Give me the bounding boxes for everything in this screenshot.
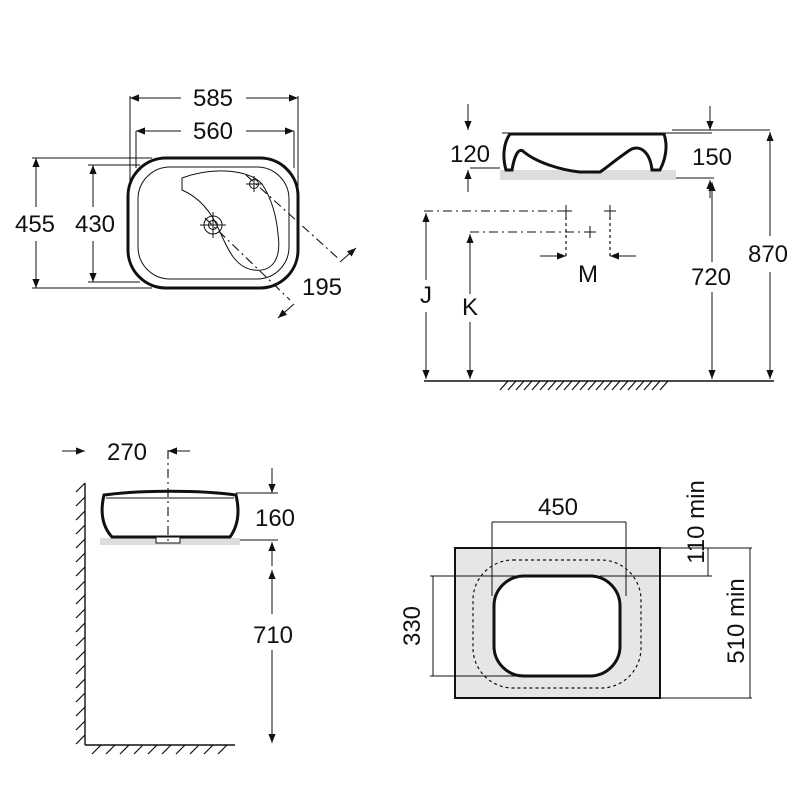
dim-min-depth: 510 min <box>723 578 750 663</box>
floor-hatch <box>499 380 669 391</box>
drain-icon <box>200 212 226 238</box>
dim-wall-offset: 270 <box>107 439 147 466</box>
dim-inner-depth: 430 <box>75 211 115 238</box>
dim-diagonal: 195 <box>302 274 342 301</box>
dim-height-counter: 720 <box>691 264 731 291</box>
dim-overall-width: 585 <box>193 85 233 112</box>
dim-overall-depth: 455 <box>15 211 55 238</box>
wall-hatch <box>75 482 228 755</box>
countertop-side <box>500 170 676 180</box>
basin-side-profile <box>502 132 668 174</box>
section-view: 270 160 710 <box>62 439 295 755</box>
dim-cutout-depth: 330 <box>399 606 426 646</box>
dim-rim-left: 120 <box>450 141 490 168</box>
top-view: 585 560 455 430 <box>15 85 357 319</box>
basin-section-profile <box>100 489 240 539</box>
connection-points-icon <box>560 205 616 258</box>
dim-inner-width: 560 <box>193 118 233 145</box>
dim-rim-right: 150 <box>692 144 732 171</box>
dim-height-total: 870 <box>748 241 788 268</box>
dim-basin-height: 160 <box>255 505 295 532</box>
cutout-hole <box>492 574 622 678</box>
tap-hole-icon <box>246 176 262 192</box>
cutout-view: 450 330 110 min 510 min <box>399 480 752 699</box>
dim-counter-height: 710 <box>253 622 293 649</box>
side-view: 120 150 870 720 J K <box>420 104 788 391</box>
label-k: K <box>462 294 478 321</box>
dim-min-back: 110 min <box>683 480 710 564</box>
label-m: M <box>578 261 598 288</box>
dim-cutout-width: 450 <box>538 494 578 521</box>
label-j: J <box>420 282 432 309</box>
